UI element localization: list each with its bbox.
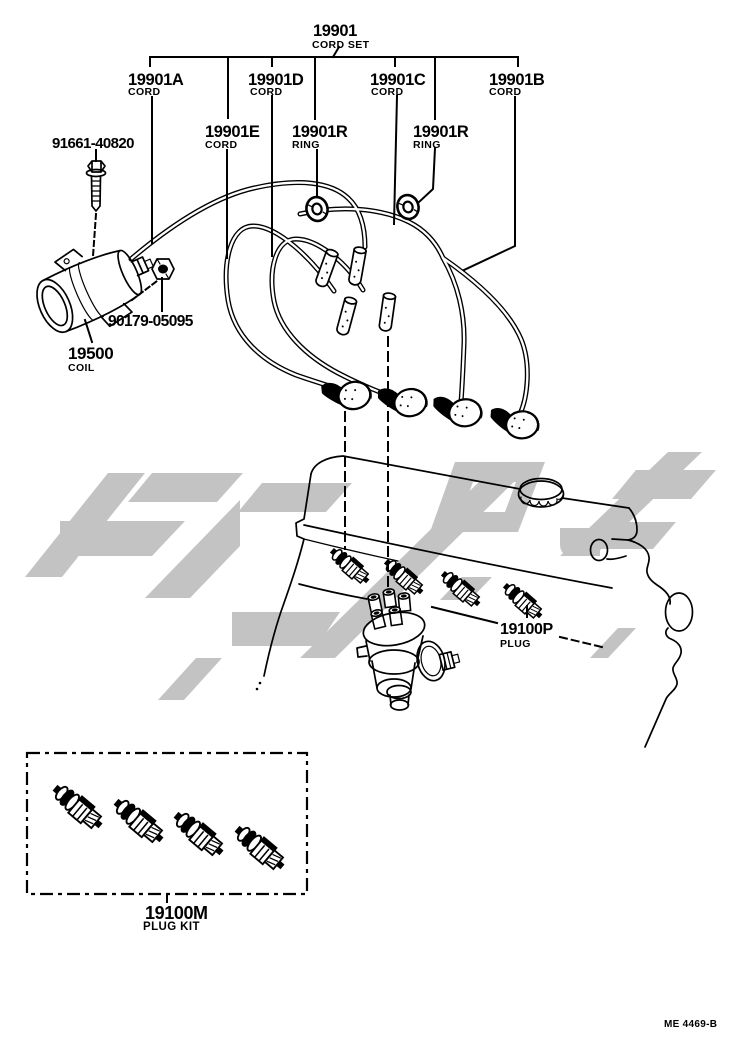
part-sublabel-ring-left: RING	[292, 139, 320, 151]
part-sublabel-plug: PLUG	[500, 638, 531, 650]
part-code-bolt: 91661-40820	[52, 135, 134, 152]
part-sublabel-cord-d: CORD	[250, 86, 283, 98]
distributor-drawing	[356, 588, 461, 711]
part-code-cord-b: 19901B	[489, 71, 545, 89]
spark-plug	[498, 578, 548, 624]
part-sublabel-cord-set: CORD SET	[312, 39, 370, 51]
bolt-drawing	[85, 160, 107, 212]
part-code-plug: 19100P	[500, 621, 553, 638]
part-sublabel-ring-right: RING	[413, 139, 441, 151]
part-code-cord-set: 19901	[313, 22, 357, 40]
part-code-cord-c: 19901C	[370, 71, 426, 89]
oil-cap	[517, 477, 565, 508]
part-sublabel-cord-c: CORD	[371, 86, 404, 98]
part-code-cord-d: 19901D	[248, 71, 304, 89]
engine-drawing	[255, 455, 694, 748]
part-code-cord-a: 19901A	[128, 71, 184, 89]
cord-terminal	[377, 291, 397, 333]
part-code-ring-left: 19901R	[292, 123, 348, 141]
leader-lines	[83, 45, 608, 903]
part-sublabel-cord-a: CORD	[128, 86, 161, 98]
watermark	[25, 452, 716, 700]
nut-drawing	[151, 258, 175, 280]
part-labels: 19901 CORD SET 19901A CORD 19901D CORD 1…	[52, 22, 717, 1030]
part-code-ring-right: 19901R	[413, 123, 469, 141]
plug-boot	[488, 404, 541, 442]
kit-spark-plug	[229, 819, 291, 876]
ring-grommet-left	[302, 193, 332, 225]
cord-terminal	[347, 245, 368, 287]
ignition-cords	[128, 180, 541, 442]
part-sublabel-plug-kit: PLUG KIT	[143, 921, 200, 933]
kit-spark-plug	[168, 805, 230, 862]
part-sublabel-cord-b: CORD	[489, 86, 522, 98]
kit-spark-plug	[108, 792, 170, 849]
part-code-coil: 19500	[68, 344, 113, 363]
part-code-plug-kit: 19100M	[145, 903, 208, 923]
plug-boot	[375, 380, 431, 423]
part-code-nut: 90179-05095	[108, 313, 194, 330]
sheet-code: ME 4469-B	[664, 1019, 717, 1030]
plug-kit-box	[25, 751, 309, 896]
part-sublabel-coil: COIL	[68, 362, 95, 374]
ignition-coil-drawing	[36, 248, 155, 334]
cord-terminal	[334, 295, 359, 337]
part-sublabel-cord-e: CORD	[205, 139, 238, 151]
plug-boot	[431, 391, 485, 431]
kit-spark-plug	[47, 778, 109, 835]
part-code-cord-e: 19901E	[205, 123, 260, 141]
